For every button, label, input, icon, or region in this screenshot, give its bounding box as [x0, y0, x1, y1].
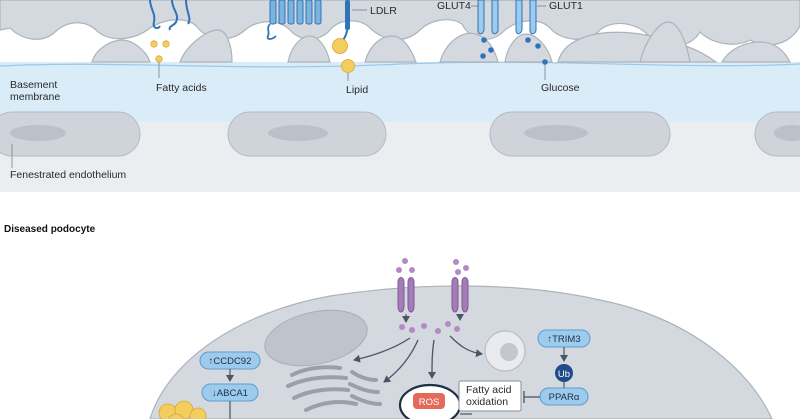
fatty-acid-droplets [150, 40, 170, 63]
basement-membrane-band [0, 62, 800, 122]
glut1-label: GLUT1 [549, 0, 583, 12]
svg-text:Ub: Ub [558, 369, 570, 380]
svg-text:↑TRIM3: ↑TRIM3 [547, 334, 580, 345]
transmembrane-transporter-icon [269, 0, 322, 25]
endoplasmic-reticulum [286, 365, 358, 412]
glucose-label: Glucose [541, 82, 580, 94]
glut4-transporter-icon [477, 0, 499, 35]
ldlr-label: LDLR [370, 5, 397, 17]
fenestrated-endothelium-label: Fenestrated endothelium [10, 169, 126, 181]
glut4-label: GLUT4 [437, 0, 471, 12]
basement-membrane-label: Basement membrane [10, 79, 60, 103]
nucleus [264, 309, 368, 367]
lipid-label: Lipid [346, 84, 368, 96]
mitochondrion-icon: ROS [398, 383, 462, 419]
glut1-transporter-icon [515, 0, 537, 35]
ppara-inhibition [523, 391, 540, 403]
lipid-droplet-cluster [158, 400, 207, 419]
transporter-left-icon [397, 277, 415, 313]
lipid-droplet [341, 59, 355, 73]
basement-membrane-top-edge [0, 61, 800, 68]
endothelial-cells [0, 111, 800, 157]
fatty-acid-oxidation-box: Fatty acid oxidation [458, 380, 522, 412]
diseased-panel: Diseased podocyte [4, 224, 773, 419]
trim3-marker: ↑TRIM3 [537, 329, 591, 348]
transporter-tail [266, 23, 277, 40]
glucose-molecules-glut4 [480, 37, 494, 59]
extracellular-molecules [396, 258, 469, 275]
ros-badge [413, 393, 445, 409]
ros-label: ROS [419, 397, 440, 408]
ppara-marker: PPARα [539, 387, 589, 406]
svg-text:↓ABCA1: ↓ABCA1 [212, 388, 248, 399]
ccdc92-marker: ↑CCDC92 [199, 351, 261, 370]
ldlr-receptor-icon [332, 0, 350, 54]
svg-text:↑CCDC92: ↑CCDC92 [209, 356, 252, 367]
svg-text:PPARα: PPARα [549, 392, 580, 403]
golgi-apparatus [348, 370, 382, 406]
intracellular-molecules [399, 321, 460, 334]
fatty-acid-transporter-icon [149, 0, 191, 31]
healthy-panel: Basement membrane Fatty acids Lipid Gluc… [0, 0, 800, 192]
diseased-podocyte-heading: Diseased podocyte [4, 224, 96, 235]
glucose-molecules-glut1 [525, 37, 548, 65]
abca1-marker: ↓ABCA1 [201, 383, 259, 402]
lysosome-icon [484, 330, 526, 372]
transporter-right-icon [451, 277, 469, 313]
ubiquitin-badge: Ub [555, 364, 573, 382]
fatty-acids-label: Fatty acids [156, 82, 207, 94]
svg-text:Fatty acid oxidation: Fatty acid oxidation [466, 384, 514, 408]
pathway-arrows [353, 335, 483, 383]
